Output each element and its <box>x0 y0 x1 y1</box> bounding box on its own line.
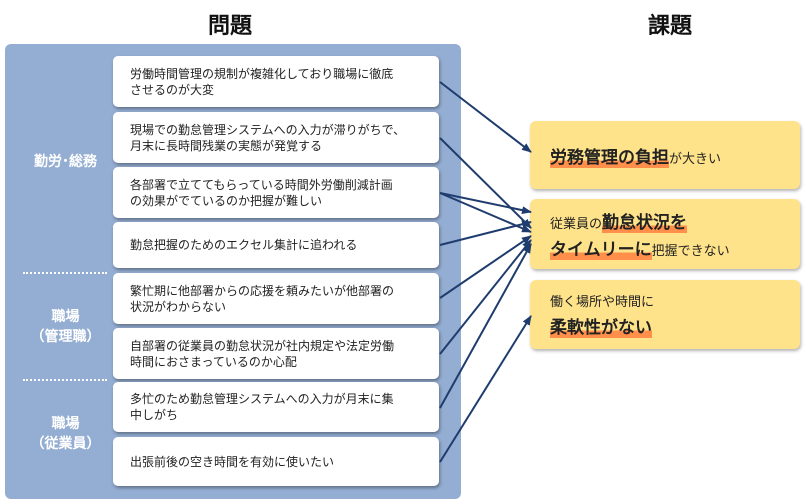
group-divider <box>23 379 107 381</box>
issue-emphasis: 労務管理の負担 <box>550 147 669 168</box>
problem-card: 多忙のため勤怠管理システムへの入力が月末に集中しがち <box>113 382 439 432</box>
problem-text-line2: 月末に長時間残業の実態が発覚する <box>130 138 323 153</box>
issues-heading: 課題 <box>647 14 692 39</box>
issue-text: 働く場所や時間に <box>550 295 655 310</box>
problem-text-line2: 時間におさまっているのか心配 <box>130 354 297 369</box>
issue-card-labor-burden: 労務管理の負担が大きい <box>530 121 800 189</box>
problem-card: 繁忙期に他部署からの応援を頼みたいが他部署の状況がわからない <box>113 273 439 324</box>
issue-emphasis: タイムリーに <box>550 240 652 260</box>
problem-text-line1: 多忙のため勤怠管理システムへの入力が月末に集 <box>130 392 394 406</box>
group-label-line2: （管理職） <box>30 329 101 345</box>
problem-text-line2: 状況がわからない <box>130 299 227 314</box>
group-label-text: 勤労･総務 <box>34 154 97 170</box>
issue-emphasis: 勤怠状況を <box>602 213 688 233</box>
connector-arrow <box>439 239 532 355</box>
connector-arrow <box>439 81 532 153</box>
issue-card-flexibility: 働く場所や時間に 柔軟性がない <box>530 280 800 349</box>
group-label-line1: 職場 <box>51 416 80 432</box>
problem-text-line1: 勤怠把握のためのエクセル集計に追われる <box>130 238 358 252</box>
issue-text: 把握できない <box>651 244 730 259</box>
problems-heading: 問題 <box>207 14 252 39</box>
problem-card: 勤怠把握のためのエクセル集計に追われる <box>113 222 439 268</box>
problem-text-line1: 労働時間管理の規制が複雑化しており職場に徹底 <box>130 66 394 81</box>
problem-card: 各部署で立ててもらっている時間外労働削減計画の効果がでているのか把握が難しい <box>113 167 439 218</box>
connector-arrow <box>439 235 532 299</box>
group-label-manager: 職場 （管理職） <box>18 307 113 347</box>
issue-card-attendance-visibility: 従業員の勤怠状況を タイムリーに把握できない <box>530 199 800 269</box>
problem-text-line1: 繁忙期に他部署からの応援を頼みたいが他部署の <box>130 283 395 298</box>
group-label-line2: （従業員） <box>30 436 101 452</box>
problem-card: 出張前後の空き時間を有効に使いたい <box>113 437 439 486</box>
connector-arrow <box>439 192 532 215</box>
problem-text-line1: 現場での勤怠管理システムへの入力が滞りがちで、 <box>130 122 406 137</box>
group-label-employee: 職場 （従業員） <box>18 414 113 454</box>
issue-emphasis: 柔軟性がない <box>550 318 652 338</box>
issue-text: が大きい <box>669 151 722 167</box>
group-label-line1: 職場 <box>51 309 80 325</box>
connector-arrow <box>439 220 532 246</box>
group-divider <box>23 272 107 274</box>
problem-text-line2: の効果がでているのか把握が難しい <box>130 193 323 208</box>
connector-arrow <box>439 243 532 409</box>
connector-arrow <box>439 315 532 463</box>
problem-text-line2: 中しがち <box>130 408 179 422</box>
problem-card: 自部署の従業員の勤怠状況が社内規定や法定労働時間におさまっているのか心配 <box>113 328 439 379</box>
problem-text-line2: させるのが大変 <box>130 82 215 97</box>
problem-card: 労働時間管理の規制が複雑化しており職場に徹底させるのが大変 <box>113 56 439 107</box>
connector-arrow <box>439 137 532 229</box>
problem-text-line1: 各部署で立ててもらっている時間外労働削減計画 <box>130 177 393 192</box>
problem-text-line1: 出張前後の空き時間を有効に使いたい <box>130 454 335 469</box>
issue-text: 従業員の <box>550 217 603 232</box>
problem-text-line1: 自部署の従業員の勤怠状況が社内規定や法定労働 <box>130 338 395 353</box>
group-label-hr-general: 勤労･総務 <box>18 152 113 172</box>
problem-card: 現場での勤怠管理システムへの入力が滞りがちで、月末に長時間残業の実態が発覚する <box>113 112 439 163</box>
